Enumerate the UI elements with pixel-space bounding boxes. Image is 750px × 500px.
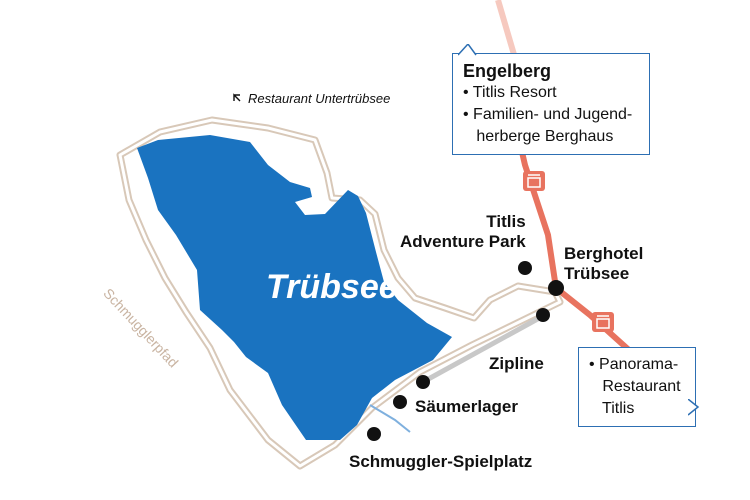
schmuggler-spielplatz-label: Schmuggler-Spielplatz (349, 452, 533, 471)
poi-marker-zipline-bottom (416, 375, 430, 389)
poi-marker-zipline-top (536, 308, 550, 322)
berghotel-trubsee-label: Berghotel Trübsee (564, 244, 644, 283)
cable-car-icon (592, 312, 614, 332)
poi-marker-titlis-adventure-park (518, 261, 532, 275)
lake-trubsee (137, 135, 452, 440)
engelberg-item: • Titlis Resort (463, 84, 557, 101)
poi-marker-berghotel-trubsee (548, 280, 564, 296)
engelberg-info-box: Engelberg • Titlis Resort • Familien- un… (452, 53, 650, 155)
box-pointer (458, 44, 477, 56)
zipline-line (421, 313, 545, 385)
engelberg-title: Engelberg (463, 61, 552, 81)
titlis-adventure-park-label: Titlis Adventure Park (400, 212, 526, 251)
engelberg-item: • Familien- und Jugend- herberge Berghau… (463, 106, 633, 145)
box-pointer (688, 399, 700, 416)
panorama-info-box: • Panorama- Restaurant Titlis (578, 347, 696, 427)
restaurant-untertrubsee-label: Restaurant Untertrübsee (248, 91, 391, 106)
zipline-label: Zipline (489, 354, 544, 373)
cable-car-line-top (495, 0, 518, 59)
cable-car-icon (523, 171, 545, 191)
panorama-item: • Panorama- Restaurant Titlis (589, 356, 681, 417)
poi-marker-schmuggler-spielplatz (367, 427, 381, 441)
saumerlager-label: Säumerlager (415, 397, 518, 416)
outflow-stream (369, 404, 411, 433)
lake-label: Trübsee (266, 268, 398, 306)
arrow-icon (233, 93, 241, 102)
trail-inner (118, 118, 562, 468)
poi-marker-saumerlager (393, 395, 407, 409)
